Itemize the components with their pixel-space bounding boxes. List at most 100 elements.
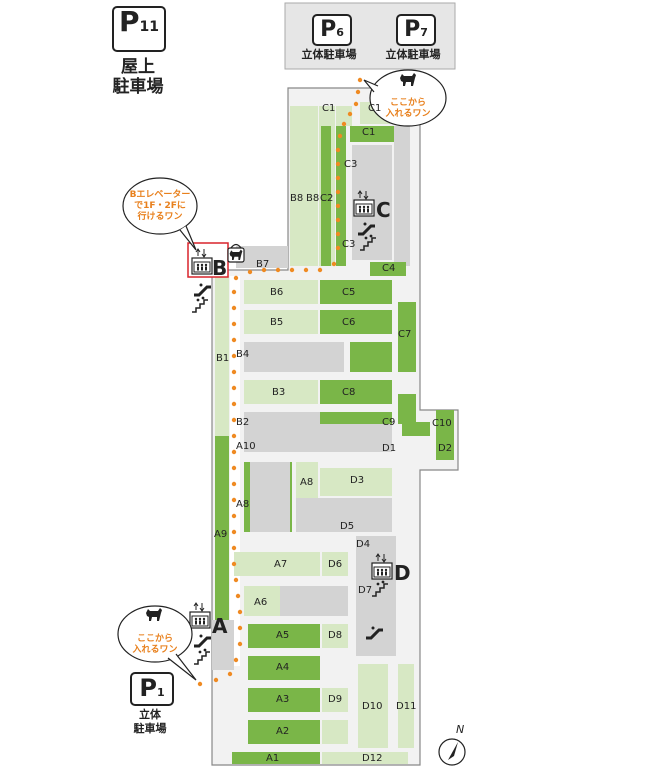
p7-number: 7 — [420, 26, 428, 39]
zone-label: B8 — [306, 193, 320, 204]
zone-label: D9 — [328, 694, 343, 705]
zone-label: C4 — [382, 263, 396, 274]
dog-friendly-shop-icon — [227, 243, 245, 263]
zone-label: D3 — [350, 475, 365, 486]
zone-label: A2 — [276, 726, 290, 737]
d3-row — [320, 468, 392, 496]
zone-label: C6 — [342, 317, 356, 328]
d2-strip — [436, 410, 454, 460]
zone-label: A8 — [236, 499, 250, 510]
zone-label: C8 — [342, 387, 356, 398]
a7-row — [234, 552, 320, 576]
b1-strip — [215, 276, 229, 436]
d8-row — [322, 624, 348, 648]
zone-label: A3 — [276, 694, 290, 705]
zone-label: A1 — [266, 753, 280, 764]
c-building — [394, 126, 410, 266]
north-label: N — [456, 723, 465, 736]
a6-building — [280, 586, 348, 616]
zone-label: A10 — [236, 441, 256, 452]
p7-letter: P — [404, 17, 421, 42]
bubble-tail — [179, 225, 197, 251]
b3-row — [244, 380, 318, 404]
zone-label: C3 — [342, 239, 356, 250]
dog-entry-left-text-2: 入れるワン — [132, 645, 178, 655]
zone-label: A6 — [254, 597, 268, 608]
zone-label: B2 — [236, 417, 250, 428]
b8-lane — [290, 106, 318, 266]
zone-label: D10 — [362, 701, 383, 712]
zone-label: C2 — [320, 193, 334, 204]
c10-left — [398, 394, 416, 424]
b5-row — [244, 310, 318, 334]
p6-label: 立体駐車場 — [301, 48, 357, 61]
zone-label: D2 — [438, 443, 453, 454]
p6-number: 6 — [336, 26, 344, 39]
zone-label: C1 — [322, 103, 336, 114]
zone-label: C1 — [362, 127, 376, 138]
zone-label: D6 — [328, 559, 343, 570]
p11-letter: P — [118, 5, 140, 38]
zone-label: B7 — [256, 259, 270, 270]
p1-sign: P1 — [130, 672, 174, 706]
zone-label: D12 — [362, 753, 383, 764]
d6-row — [322, 552, 348, 576]
zone-label: A5 — [276, 630, 290, 641]
b4-building — [244, 342, 344, 372]
rooftop-label-line1: 屋上 — [121, 57, 155, 77]
zone-label: B6 — [270, 287, 284, 298]
zone-label: D11 — [396, 701, 417, 712]
rooftop-label-line2: 駐車場 — [112, 77, 164, 97]
p1-letter: P — [139, 674, 157, 702]
a-escalator-icon — [192, 633, 213, 648]
b-elevator-note-3: 行けるワン — [137, 212, 183, 222]
b-stairs-icon — [191, 295, 209, 313]
north-arrow-icon — [438, 738, 466, 766]
p1-number: 1 — [156, 686, 165, 699]
a9-strip — [215, 436, 229, 666]
a8-right — [296, 462, 318, 498]
bubble-tail — [167, 653, 197, 681]
a-stairs-icon — [193, 647, 211, 665]
zone-label: B1 — [216, 353, 230, 364]
b-elevator-note-2: で1F・2Fに — [134, 201, 186, 211]
d11-strip — [398, 664, 414, 748]
zone-label: A4 — [276, 662, 290, 673]
elevator-c-label: C — [376, 198, 391, 222]
dog-entry-top-text-1: ここから — [389, 98, 426, 108]
zone-label: B4 — [236, 349, 250, 360]
zone-label: D5 — [340, 521, 355, 532]
d12-row — [322, 752, 408, 764]
b-escalator-icon — [192, 282, 213, 297]
b-elevator-note-bubble — [122, 177, 198, 235]
zone-label: A8 — [300, 477, 314, 488]
c6-row — [320, 310, 392, 334]
zone-label: A7 — [274, 559, 288, 570]
elevator-b-label: B — [212, 256, 228, 280]
p7-sign: P7 — [396, 14, 436, 46]
c8-row — [320, 380, 392, 404]
zone-label: C9 — [382, 417, 396, 428]
d10-strip — [358, 664, 388, 748]
dog-entry-top-bubble — [369, 69, 447, 127]
elevator-a-label: A — [212, 614, 228, 638]
zone-label: C7 — [398, 329, 412, 340]
b7-building — [236, 246, 288, 268]
b6-row — [244, 280, 318, 304]
c1-top — [336, 106, 352, 126]
c4-block — [370, 262, 406, 276]
d5-building — [296, 498, 392, 532]
c2-strip — [321, 126, 331, 266]
zone-label: D7 — [358, 585, 373, 596]
b4-green — [350, 342, 392, 372]
a-elevator-icon — [189, 602, 211, 629]
walk-path — [230, 276, 240, 666]
zone-label: A9 — [214, 529, 228, 540]
zone-label: C1 — [368, 103, 382, 114]
p6-letter: P — [320, 17, 337, 42]
zone-label: D4 — [356, 539, 371, 550]
zone-label: C5 — [342, 287, 356, 298]
elevator-d-label: D — [394, 561, 411, 585]
